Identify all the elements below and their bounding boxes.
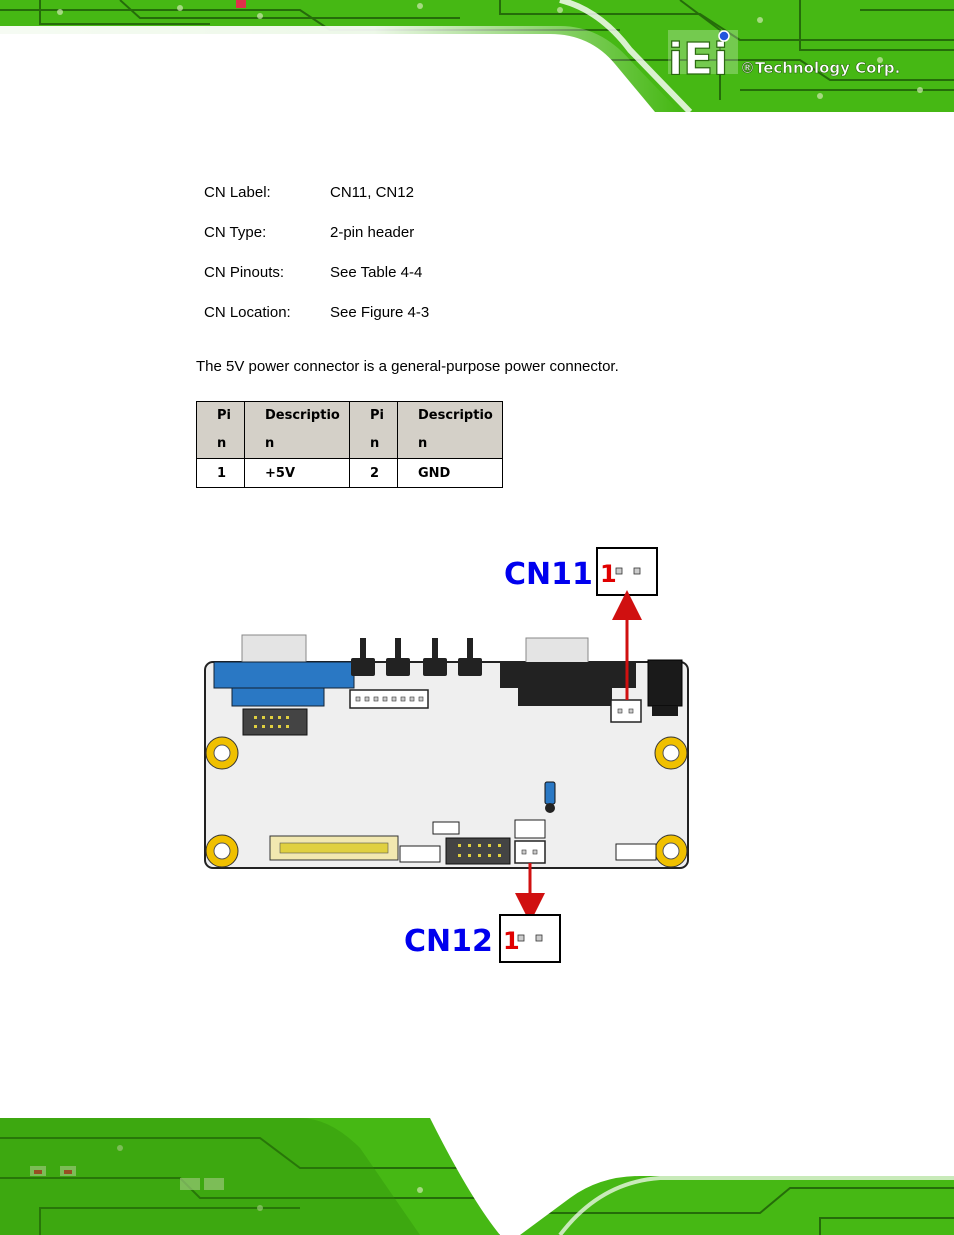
footer-banner [0,1118,954,1235]
intro-paragraph: The 5V power connector is a general-purp… [196,358,619,375]
pinout-table: Pin Description Pin Description 1 +5V 2 … [196,401,503,488]
table-cell: GND [418,465,451,481]
table-header-cell: Description [418,408,493,451]
board-location-figure: CN11 1 [204,547,689,963]
spec-key: CN Label: [204,184,271,201]
cn11-board-connector [610,699,642,723]
header-banner: iEi ®Technology Corp. [0,0,954,112]
spec-key: CN Location: [204,304,291,321]
brand-mark: iEi [668,34,728,85]
cn12-label: CN12 [404,924,493,959]
table-cell: 2 [370,465,380,481]
cn11-pin-label: 1 [600,560,617,588]
cn12-board-connector [514,840,546,864]
spec-key: CN Type: [204,224,267,241]
table-header-cell: Pin [370,408,384,451]
table-header-row: Pin Description Pin Description [196,401,503,459]
spec-key: CN Pinouts: [204,264,285,281]
brand-text: ®Technology Corp. [740,59,900,77]
cn12-connector-zoom [499,914,561,963]
cn11-label: CN11 [504,557,593,592]
table-cell: 1 [217,465,227,481]
spec-value: 2-pin header [330,224,415,241]
table-header-cell: Description [265,408,340,451]
spec-value: See Figure 4-3 [330,304,430,321]
table-cell: +5V [265,465,295,481]
spec-value: See Table 4-4 [330,264,423,281]
brand-logo: iEi ®Technology Corp. [667,30,901,86]
cn11-connector-zoom [596,547,658,596]
table-header-cell: Pin [217,408,231,451]
table-row: 1 +5V 2 GND [196,458,503,488]
cn12-pin-label: 1 [503,927,520,955]
spec-value: CN11, CN12 [330,184,414,201]
